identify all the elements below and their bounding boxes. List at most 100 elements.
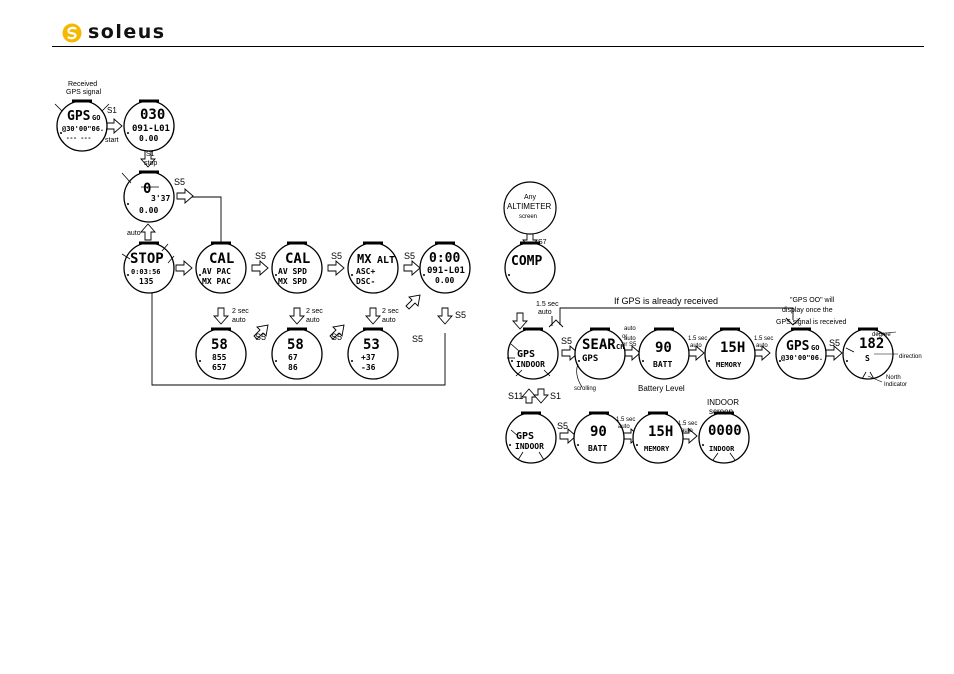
auto-label: auto <box>624 326 636 332</box>
if-gps-label: If GPS is already received <box>614 296 718 306</box>
lcd-readout: MEMORY <box>644 445 670 453</box>
arrow-right-icon <box>251 260 269 276</box>
direction-label: direction <box>899 354 922 360</box>
arrow-right-icon <box>175 260 193 276</box>
lcd-readout: 091-L01 <box>132 124 170 134</box>
lcd-readout: INDOOR <box>515 442 544 451</box>
arrow-down-icon <box>140 150 156 168</box>
arrow-up-icon <box>140 223 156 241</box>
lcd-readout: MX <box>357 252 372 266</box>
auto-label: auto <box>618 424 630 430</box>
one-five-sec-label: 1.5 sec <box>678 421 697 427</box>
s5-label: S5 <box>829 338 840 348</box>
lcd-readout: 0:00 <box>429 251 460 266</box>
auto-label: auto <box>382 317 396 324</box>
watch-stopped: 0 3'37 0.00 <box>121 169 175 223</box>
lcd-readout: GPS <box>582 354 598 364</box>
arrow-down-icon <box>437 307 453 325</box>
arrow-diag-icon <box>253 324 269 340</box>
one-five-sec-label: 1.5 sec <box>536 301 559 308</box>
lcd-readout: 58 <box>287 337 304 353</box>
two-sec-label: 2 sec <box>306 308 323 315</box>
lcd-readout: 135 <box>139 277 154 286</box>
lcd-readout: GO <box>811 344 819 352</box>
lcd-readout: 0.00 <box>435 276 454 285</box>
lcd-readout: +37 <box>361 353 376 362</box>
screen-label: screen <box>519 214 537 220</box>
s5-label: S5 <box>404 251 415 261</box>
lcd-readout: ASC+ <box>356 267 375 276</box>
lcd-readout: -36 <box>361 363 376 372</box>
auto-label: auto <box>306 317 320 324</box>
lcd-readout: COMP <box>511 254 542 269</box>
auto-label: auto <box>538 309 552 316</box>
lcd-readout: BATT <box>588 444 607 453</box>
altimeter-label: ALTIMETER <box>507 202 552 211</box>
lcd-readout: GPS <box>786 339 810 354</box>
lcd-readout: GPS <box>517 349 535 360</box>
watch-batt-a: 90 BATT <box>638 326 690 380</box>
lcd-readout: 86 <box>288 363 298 372</box>
arrow-diag-icon <box>329 324 345 340</box>
s5-label: S5 <box>331 332 342 342</box>
soleus-logo-icon <box>62 23 82 43</box>
arrow-right-icon <box>327 260 345 276</box>
or-s5-label: or S5 <box>622 342 637 348</box>
arrow-up-icon <box>521 388 537 404</box>
arrow-right-icon <box>559 428 577 444</box>
received-label: Received <box>68 81 97 88</box>
s5-label: S5 <box>561 336 572 346</box>
or-label: or <box>622 334 627 340</box>
brand-name: soleus <box>88 21 166 43</box>
one-five-sec-label: 1.5 sec <box>616 417 635 423</box>
lcd-readout: 53 <box>363 337 380 353</box>
one-five-sec-label: 1.5 sec <box>754 336 773 342</box>
watch-stop: STOP 0:03:56 135 <box>121 240 175 294</box>
arrow-down-icon <box>533 388 549 404</box>
lcd-readout: MX SPD <box>278 277 307 286</box>
s5-label: S5 <box>557 421 568 431</box>
arrow-right-icon <box>176 188 194 204</box>
watch-memory-a: 15H MEMORY <box>704 326 756 380</box>
scrolling-label: scrolling <box>574 386 596 392</box>
lcd-readout: 182 <box>859 336 884 352</box>
watch-cal-spd: CAL AV SPD MX SPD <box>271 240 323 294</box>
arrow-down-icon <box>365 307 381 325</box>
degree-label: degree <box>872 332 891 338</box>
lcd-readout: 58 <box>211 337 228 353</box>
indoor-screen-label: screen <box>709 407 733 416</box>
lcd-readout: 0.00 <box>139 134 158 143</box>
watch-compass: 182 S <box>842 326 898 383</box>
watch-memory-b: 15H MEMORY <box>632 410 684 464</box>
lcd-readout: S <box>865 354 870 363</box>
watch-batt-b: 90 BATT <box>573 410 625 464</box>
lcd-readout: GPS <box>67 109 91 124</box>
lcd-readout: 0 <box>143 181 151 197</box>
arrow-right-icon <box>403 260 421 276</box>
lcd-readout: CAL <box>209 251 234 267</box>
one-five-sec-label: 1.5 sec <box>688 336 707 342</box>
two-sec-label: 2 sec <box>232 308 249 315</box>
any-label: Any <box>524 194 537 201</box>
s7-label: S7 <box>538 239 547 246</box>
gps-oo-label: display once the <box>782 307 833 314</box>
lcd-readout: 0:03:56 <box>131 268 161 276</box>
two-sec-label: 2 sec <box>382 308 399 315</box>
s1-stop-label: S1 <box>146 151 155 158</box>
lcd-readout: 3'37 <box>151 194 170 203</box>
watch-58-a: 58 855 657 <box>195 326 247 380</box>
lcd-readout: DSC- <box>356 277 375 286</box>
watch-comp: COMP <box>504 240 556 294</box>
lcd-readout: --- --- <box>66 135 91 142</box>
header-rule <box>52 46 924 47</box>
watch-gps-go: GPS GO @30'00"06. --- --- <box>54 98 110 152</box>
arrow-right-icon <box>105 118 123 134</box>
s5-label: S5 <box>255 251 266 261</box>
start-label: start <box>105 137 119 144</box>
arrow-right-icon <box>623 345 641 361</box>
watch-cal-pac: CAL AV PAC MX PAC <box>195 240 247 294</box>
watch-indoor-gps: GPS INDOOR <box>505 410 557 464</box>
watch-030: 030 091-L01 0.00 <box>123 98 175 152</box>
north-indicator-label: North <box>886 375 901 381</box>
auto-label: auto <box>624 336 636 342</box>
